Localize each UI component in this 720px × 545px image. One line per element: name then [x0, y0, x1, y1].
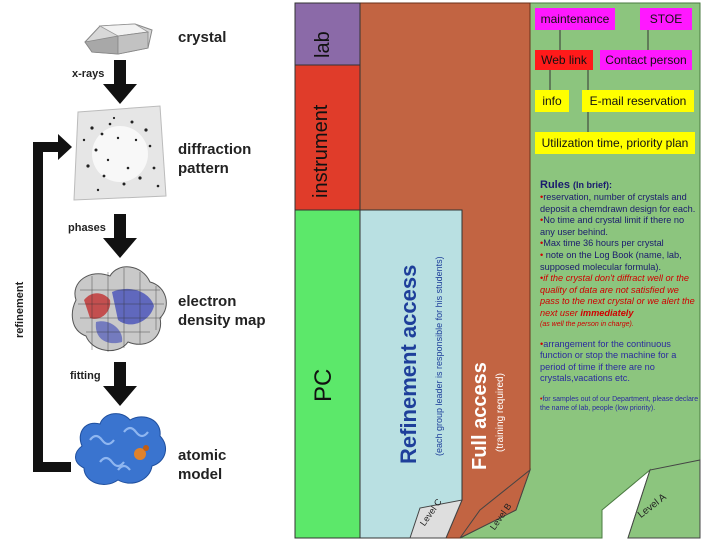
step-label-atomic-model: atomic model [178, 446, 226, 484]
diffraction-pattern-image [73, 105, 167, 201]
level-a-curl [627, 459, 701, 539]
arrow-label-x-rays: x-rays [72, 68, 105, 80]
rules-item: •No time and crystal limit if there no a… [540, 215, 685, 237]
rules-warning-emph: immediately [580, 307, 634, 318]
spacer [540, 329, 700, 339]
rules-item-text: note on the Log Book (name, lab, suppose… [540, 249, 682, 272]
rules-item-text: Max time 36 hours per crystal [543, 238, 664, 249]
rules-other-dept-text: for samples out of our Department, pleas… [540, 395, 699, 412]
level-b-curl [459, 468, 532, 539]
rules-item-text: reservation, number of crystals and depo… [540, 192, 696, 214]
down-arrow-icon [103, 362, 137, 406]
step-label-crystal: crystal [178, 29, 227, 46]
step-label-line: diffraction [178, 141, 252, 158]
instrument-label: instrument [310, 104, 332, 198]
down-arrow-icon [103, 214, 137, 258]
contact-person-box: Contact person [600, 50, 692, 70]
email-reservation-box: E-mail reservation [582, 90, 694, 112]
info-box: info [535, 90, 569, 112]
utilization-box: Utilization time, priority plan [535, 132, 695, 154]
rules-other-dept: •for samples out of our Department, plea… [540, 395, 699, 412]
refinement-access-title: Refinement access [396, 264, 421, 464]
atomic-model-image [75, 413, 167, 485]
down-arrow-icon [103, 60, 137, 104]
connector-lines [549, 30, 649, 132]
step-label-line: electron [178, 293, 237, 310]
rules-heading: Rules (In brief): [540, 178, 700, 192]
stoe-box: STOE [640, 8, 692, 30]
rules-title-suffix: (In brief): [573, 180, 613, 190]
rules-item: •Max time 36 hours per crystal [540, 238, 664, 249]
lab-block [294, 2, 361, 66]
rules-warning-text: if the crystal don't diffract well or th… [540, 273, 695, 318]
crystal-image [84, 23, 153, 55]
rules-item: • note on the Log Book (name, lab, suppo… [540, 249, 682, 272]
rules-continuous-text: arrangement for the continuous function … [540, 338, 677, 384]
full-access-title: Full access [469, 362, 491, 470]
step-label-line: density map [178, 312, 266, 329]
spacer [540, 385, 700, 395]
refinement-feedback-arrow [33, 134, 72, 472]
level-c-curl [409, 499, 463, 539]
pc-block [294, 209, 361, 539]
rules-text: Rules (In brief): •reservation, number o… [540, 178, 700, 413]
rules-title: Rules [540, 179, 570, 191]
instrument-block [294, 64, 361, 211]
web-link-box: Web link [535, 50, 593, 70]
pc-label: PC [310, 368, 337, 402]
rules-item-text: No time and crystal limit if there no an… [540, 215, 685, 237]
rules-warning-note: (as well the person in charge). [540, 320, 634, 328]
full-access-note: (training required) [495, 373, 506, 452]
refinement-access-note: (each group leader is responsible for hi… [434, 256, 444, 456]
electron-density-map-image [71, 266, 167, 352]
step-label-line: atomic [178, 447, 227, 464]
rules-continuous: •arrangement for the continuous function… [540, 338, 677, 384]
rules-warning: •if the crystal don't diffract well or t… [540, 273, 695, 318]
step-label-line: pattern [178, 160, 229, 177]
workflow-panel: crystal diffraction pattern electron den… [0, 0, 290, 540]
step-label-diffraction: diffraction pattern [178, 140, 251, 178]
workflow-graphics [33, 23, 167, 485]
step-label-electron-density: electron density map [178, 292, 266, 330]
maintenance-box: maintenance [535, 8, 615, 30]
arrow-label-fitting: fitting [70, 370, 101, 382]
rules-item: •reservation, number of crystals and dep… [540, 192, 696, 214]
step-label-line: model [178, 466, 223, 483]
arrow-label-phases: phases [68, 222, 106, 234]
lab-label: lab [312, 31, 334, 58]
